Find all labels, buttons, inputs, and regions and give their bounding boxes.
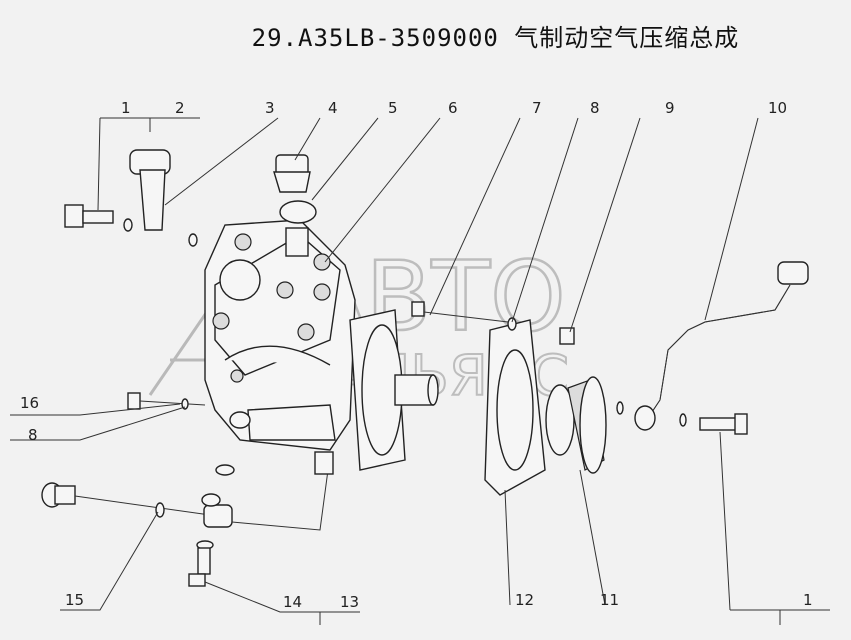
callout-labels: 1 2 3 4 5 6 7 8 9 10 16 8 15 14 13 12 11… (20, 99, 813, 611)
bolt-7 (411, 301, 517, 331)
callout-7: 7 (532, 99, 542, 117)
diagram-title: 29.A35LB-3509000 气制动空气压缩总成 (251, 24, 740, 52)
callout-4: 4 (328, 99, 338, 117)
bolt-16 (127, 392, 206, 410)
leader-lines (10, 117, 830, 625)
callout-10: 10 (768, 99, 787, 117)
callout-6: 6 (448, 99, 458, 117)
lubrication-pipe (41, 451, 334, 531)
plug-and-seal (273, 154, 317, 224)
callout-12: 12 (515, 591, 534, 609)
callout-9: 9 (665, 99, 675, 117)
callout-1: 1 (121, 99, 131, 117)
delivery-pipe (634, 261, 809, 431)
compressor-body (204, 219, 356, 451)
callout-8: 8 (590, 99, 600, 117)
callout-8-left: 8 (28, 426, 38, 444)
gasket (484, 319, 546, 496)
callout-5: 5 (388, 99, 398, 117)
drive-gear (545, 376, 607, 474)
banjo-bolt-right (616, 401, 748, 435)
callout-13: 13 (340, 593, 359, 611)
banjo-bolt-bottom (188, 540, 214, 587)
inlet-fitting (64, 149, 198, 247)
callout-3: 3 (265, 99, 275, 117)
callout-11: 11 (600, 591, 619, 609)
callout-1-right: 1 (803, 591, 813, 609)
callout-16: 16 (20, 394, 39, 412)
front-flange (349, 309, 439, 471)
callout-14: 14 (283, 593, 302, 611)
callout-2: 2 (175, 99, 185, 117)
callout-15: 15 (65, 591, 84, 609)
nut-9 (559, 327, 575, 345)
